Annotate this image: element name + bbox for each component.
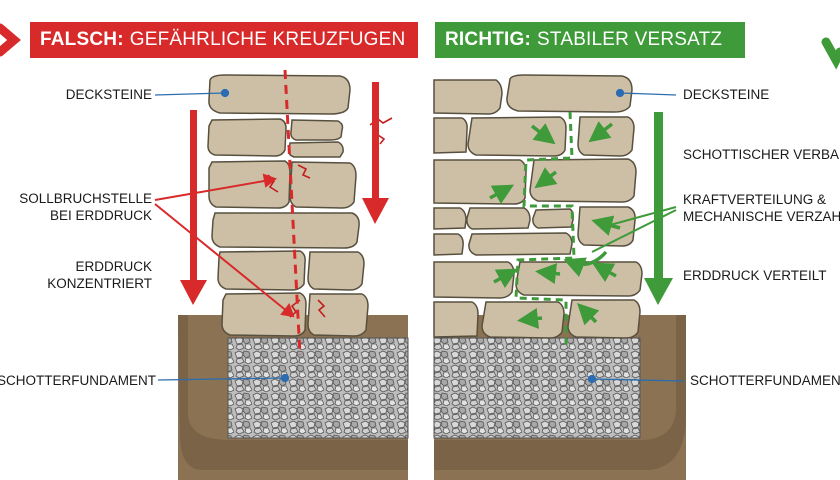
stone (577, 116, 635, 157)
stone (577, 206, 636, 247)
label-force-line2: MECHANISCHE VERZAHNUNG (683, 209, 840, 224)
verdict-right: RICHTIG: (445, 29, 532, 50)
stone (433, 233, 464, 256)
cap-stone-partial (433, 79, 503, 115)
label-breaking-point-line1: SOLLBRUCHSTELLE (19, 191, 152, 206)
label-bond: SCHOTTISCHER VERBAND (683, 147, 840, 162)
stone (288, 141, 344, 158)
title-right: STABILER VERSATZ (537, 29, 723, 50)
title-banner-right: RICHTIG: STABILER VERSATZ (435, 22, 745, 58)
stone (307, 293, 369, 337)
cap-stone-left (208, 74, 351, 115)
stone (433, 261, 515, 299)
stone (468, 232, 573, 256)
cap-stone-right (506, 74, 633, 113)
label-pressure-line2: KONZENTRIERT (47, 276, 152, 291)
title-wrong: GEFÄHRLICHE KREUZFUGEN (129, 29, 406, 50)
stone (217, 250, 306, 291)
label-foundation-right: SCHOTTERFUNDAMENT (690, 373, 840, 388)
stone (567, 299, 641, 339)
stone (290, 119, 344, 141)
leader-lines-right (587, 88, 685, 384)
soil-edge-left (178, 315, 408, 470)
stone (433, 301, 479, 338)
stone-cracked (221, 292, 307, 337)
stone-wall-wrong (207, 74, 369, 337)
label-force-line1: KRAFTVERTEILUNG & (683, 192, 827, 207)
check-mark-icon (821, 37, 840, 70)
soil-edge-right (434, 315, 686, 470)
earth-pressure-arrows-left (180, 82, 389, 305)
stone (532, 208, 574, 229)
stone (515, 261, 643, 297)
stone (207, 118, 287, 157)
stone (433, 117, 468, 154)
stone (211, 212, 360, 249)
label-pressure-concentrated: ERDDRUCK KONZENTRIERT (20, 258, 152, 292)
gravel-foundation-left (227, 337, 409, 439)
force-arrows (489, 121, 621, 329)
label-breaking-point-line2: BEI ERDDRUCK (49, 208, 152, 223)
cross-joint-line (283, 69, 302, 356)
gravel-foundation-right (433, 337, 641, 439)
label-force-distribution: KRAFTVERTEILUNG & MECHANISCHE VERZAHNUNG (683, 191, 840, 225)
label-breaking-point: SOLLBRUCHSTELLE BEI ERDDRUCK (0, 190, 152, 224)
breaking-point-pointers (154, 173, 295, 318)
x-mark-icon (0, 23, 21, 57)
verdict-wrong: FALSCH: (40, 29, 124, 50)
label-cap-stones-right: DECKSTEINE (683, 87, 770, 102)
stone (466, 207, 531, 230)
stone (289, 161, 357, 209)
pressure-distributed-arrow (644, 112, 673, 305)
panel-divider (408, 0, 434, 480)
stone (433, 207, 467, 230)
label-pressure-distributed: ERDDRUCK VERTEILT (683, 268, 827, 283)
label-pressure-line1: ERDDRUCK (75, 259, 152, 274)
label-foundation-left: SCHOTTERFUNDAMENT (0, 373, 156, 388)
title-banner-wrong: FALSCH: GEFÄHRLICHE KREUZFUGEN (30, 22, 418, 58)
stone (467, 116, 567, 157)
stone (307, 251, 365, 291)
stone (481, 301, 565, 339)
force-pointers (591, 206, 677, 253)
leader-lines-left (154, 88, 290, 383)
label-cap-stones-left: DECKSTEINE (65, 87, 152, 102)
stone (433, 159, 527, 205)
